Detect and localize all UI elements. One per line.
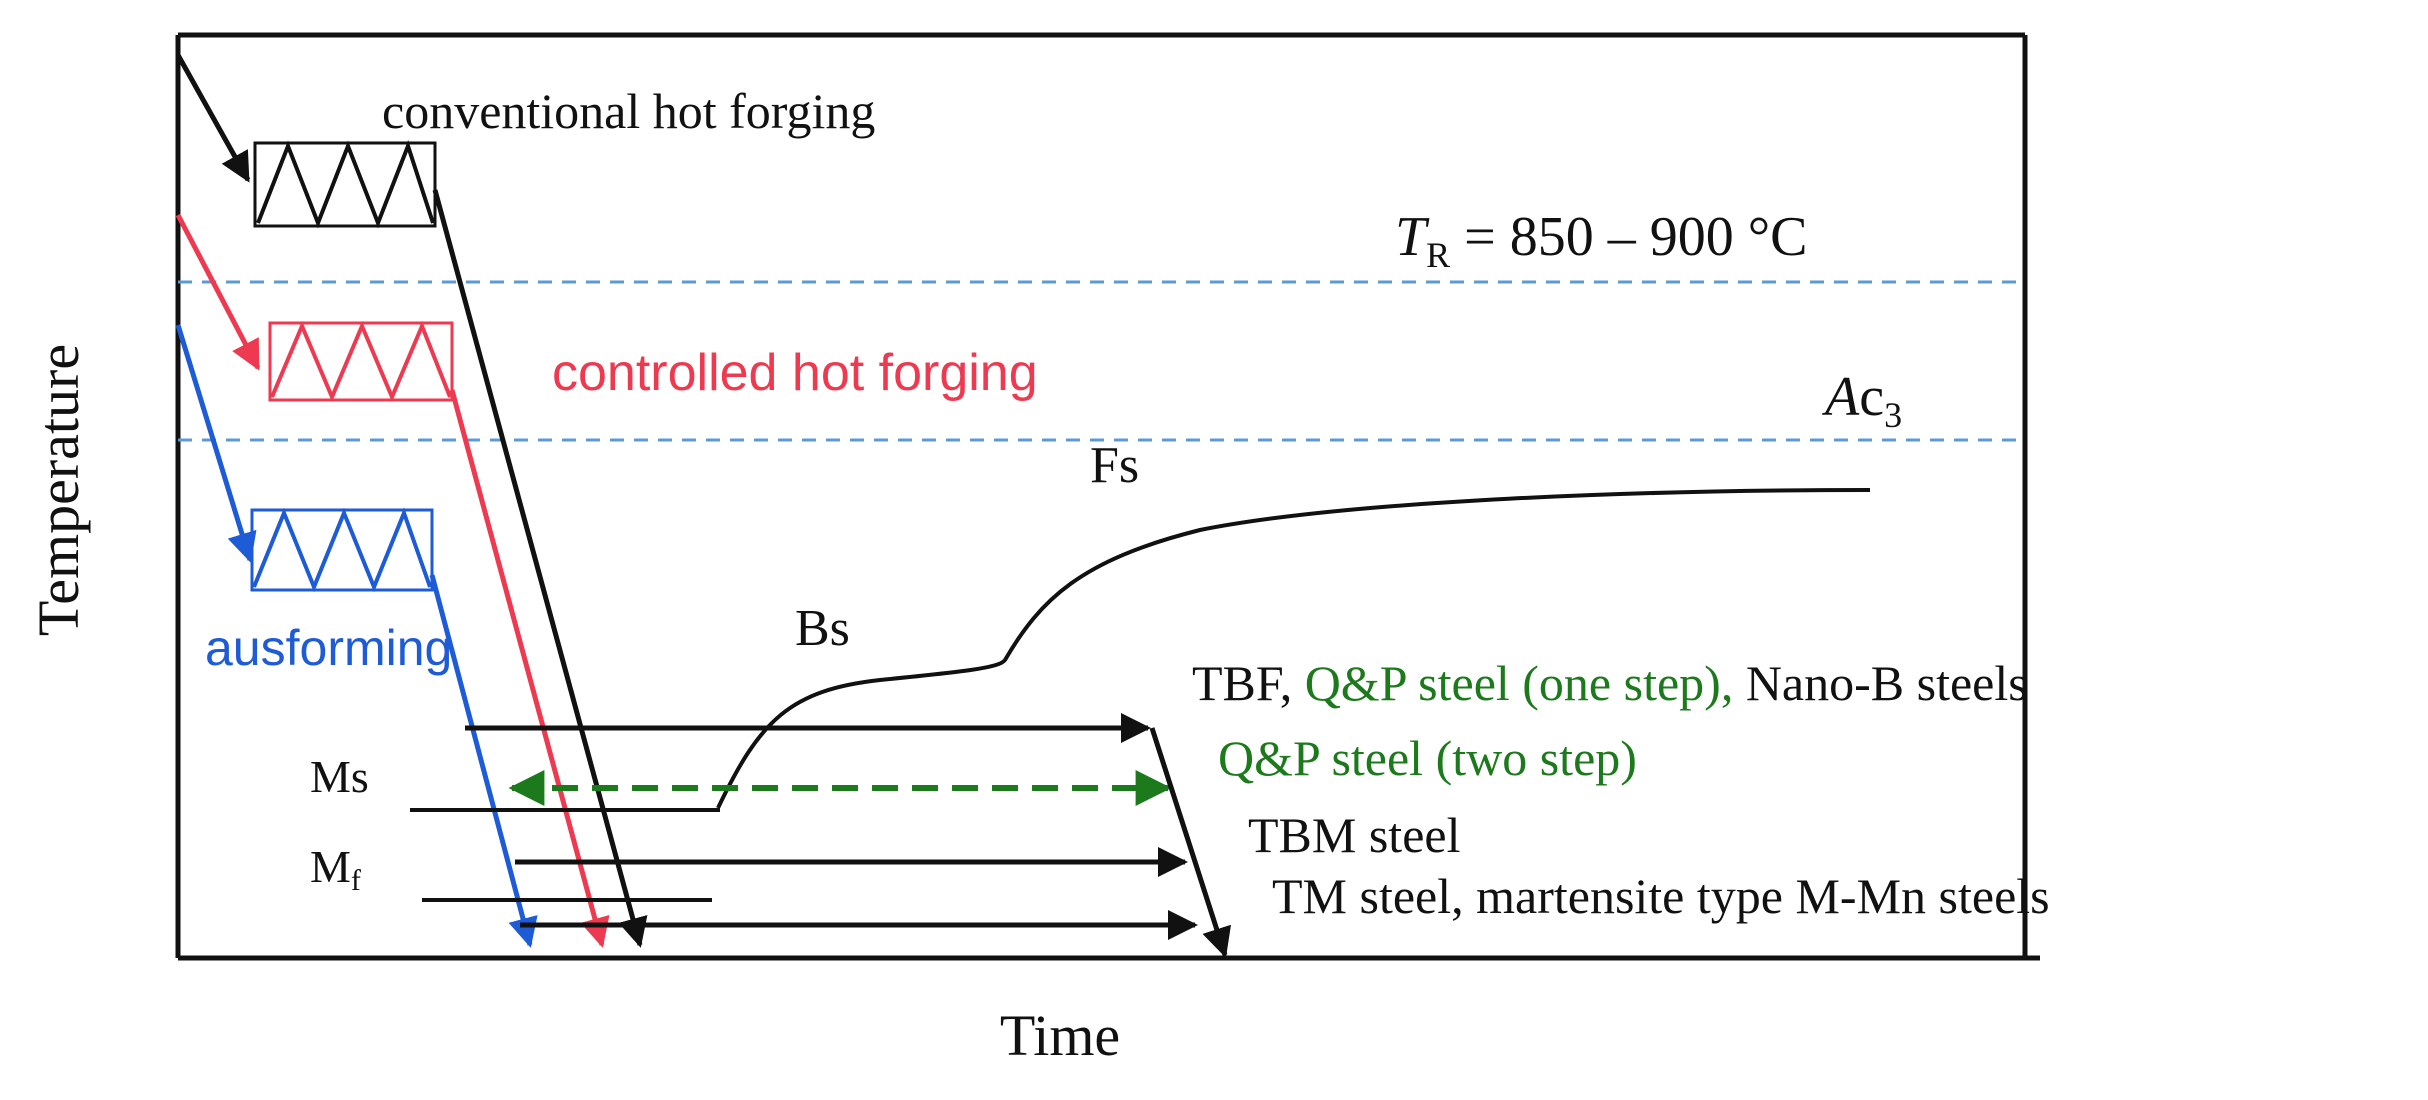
x-axis-label: Time xyxy=(1000,1003,1120,1068)
conventional-forging-zigzag xyxy=(256,140,435,229)
ausforming-zigzag xyxy=(252,507,432,593)
axes-frame xyxy=(175,32,2040,961)
controlled-forging-path xyxy=(175,213,610,948)
conventional-cooling-line xyxy=(432,189,648,948)
fs-label: Fs xyxy=(1090,437,1139,494)
conventional-heating-arrow xyxy=(175,53,251,183)
controlled-forging-box xyxy=(268,321,454,402)
ausforming-cooling-line xyxy=(429,574,538,948)
products-line1: TBF, Q&P steel (one step), Nano-B steels xyxy=(1192,655,2028,711)
tr-label: TR = 850 – 900 °C xyxy=(1395,206,1808,275)
bs-fs-curve xyxy=(716,488,1871,809)
controlled-forging-label: controlled hot forging xyxy=(552,344,1038,402)
ausforming-label: ausforming xyxy=(205,620,452,676)
ac3-label: Ac3 xyxy=(1821,366,1902,435)
controlled-forging-zigzag xyxy=(270,320,452,403)
ausforming-box xyxy=(250,508,434,592)
ausforming-heating-arrow xyxy=(175,324,257,563)
conventional-forging-path xyxy=(175,53,648,948)
products-line2: Q&P steel (two step) xyxy=(1218,730,1637,786)
conventional-forging-box xyxy=(253,141,437,228)
y-axis-label: Temperature xyxy=(26,344,91,636)
controlled-heating-arrow xyxy=(175,213,261,371)
ausforming-path xyxy=(175,324,538,948)
conventional-forging-label: conventional hot forging xyxy=(382,83,875,139)
bs-label: Bs xyxy=(795,600,850,657)
mf-label: Mf xyxy=(310,841,361,897)
ms-label: Ms xyxy=(310,751,369,802)
final-quench-line xyxy=(1149,727,1232,958)
products-line3: TBM steel xyxy=(1248,807,1460,863)
controlled-cooling-line xyxy=(449,389,610,948)
products-line4: TM steel, martensite type M-Mn steels xyxy=(1272,868,2050,924)
